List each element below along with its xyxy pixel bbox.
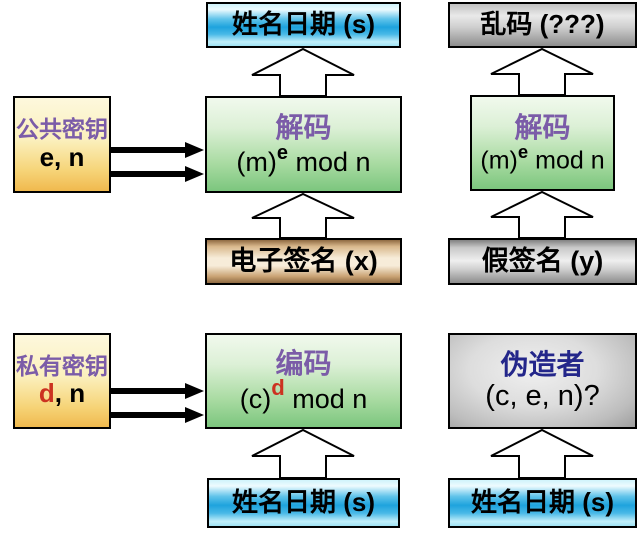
formula-base: (m)	[236, 146, 277, 177]
box-private-key: 私有密钥 d, n	[13, 333, 111, 429]
formula-rest: mod n	[288, 146, 371, 177]
box-name-date-bottom-center: 姓名日期 (s)	[207, 478, 400, 528]
formula-exponent: e	[276, 141, 289, 164]
key-input-arrow	[111, 141, 205, 159]
private-key-title: 私有密钥	[16, 352, 108, 379]
box-decode-right: 解码 (m)e mod n	[470, 95, 615, 191]
encode-formula: (c)d mod n	[239, 376, 368, 415]
box-name-date-top: 姓名日期 (s)	[206, 2, 401, 48]
decode-center-title: 解码	[275, 112, 332, 144]
formula-rest: mod n	[284, 384, 368, 415]
decode-right-formula: (m)e mod n	[480, 140, 605, 175]
up-arrow	[251, 193, 355, 238]
box-fake-signature: 假签名 (y)	[448, 238, 637, 285]
box-digital-signature: 电子签名 (x)	[205, 238, 402, 285]
private-key-n: , n	[54, 378, 86, 409]
formula-base: (c)	[239, 384, 272, 415]
up-arrow	[251, 429, 355, 478]
up-arrow	[251, 48, 355, 96]
name-date-bottom-right-label: 姓名日期 (s)	[470, 487, 614, 518]
fake-signature-label: 假签名 (y)	[481, 246, 604, 277]
box-garbled: 乱码 (???)	[448, 2, 637, 48]
encode-title: 编码	[275, 347, 332, 379]
name-date-top-label: 姓名日期 (s)	[231, 9, 375, 40]
formula-exponent: e	[517, 140, 529, 162]
digital-signature-label: 电子签名 (x)	[229, 246, 378, 277]
up-arrow	[490, 48, 594, 95]
key-input-arrow	[111, 382, 205, 400]
forger-title: 伪造者	[500, 349, 585, 381]
box-forger: 伪造者 (c, e, n)?	[448, 333, 637, 429]
forger-value: (c, e, n)?	[485, 380, 600, 413]
box-name-date-bottom-right: 姓名日期 (s)	[448, 478, 637, 528]
formula-rest: mod n	[528, 146, 605, 175]
garbled-label: 乱码 (???)	[480, 9, 605, 40]
decode-right-title: 解码	[514, 111, 571, 143]
formula-exponent: d	[271, 375, 285, 401]
up-arrow	[490, 191, 594, 238]
name-date-bottom-center-label: 姓名日期 (s)	[231, 487, 375, 518]
key-input-arrow	[111, 406, 205, 424]
key-input-arrow	[111, 165, 205, 183]
decode-center-formula: (m)e mod n	[236, 141, 371, 177]
box-decode-center: 解码 (m)e mod n	[205, 96, 402, 193]
private-key-d: d	[38, 378, 55, 409]
public-key-value: e, n	[39, 141, 85, 172]
private-key-value: d, n	[39, 379, 85, 408]
up-arrow	[490, 429, 594, 478]
public-key-title: 公共密钥	[16, 116, 108, 143]
box-encode: 编码 (c)d mod n	[205, 333, 402, 429]
box-public-key: 公共密钥 e, n	[13, 96, 111, 193]
formula-base: (m)	[480, 146, 518, 175]
